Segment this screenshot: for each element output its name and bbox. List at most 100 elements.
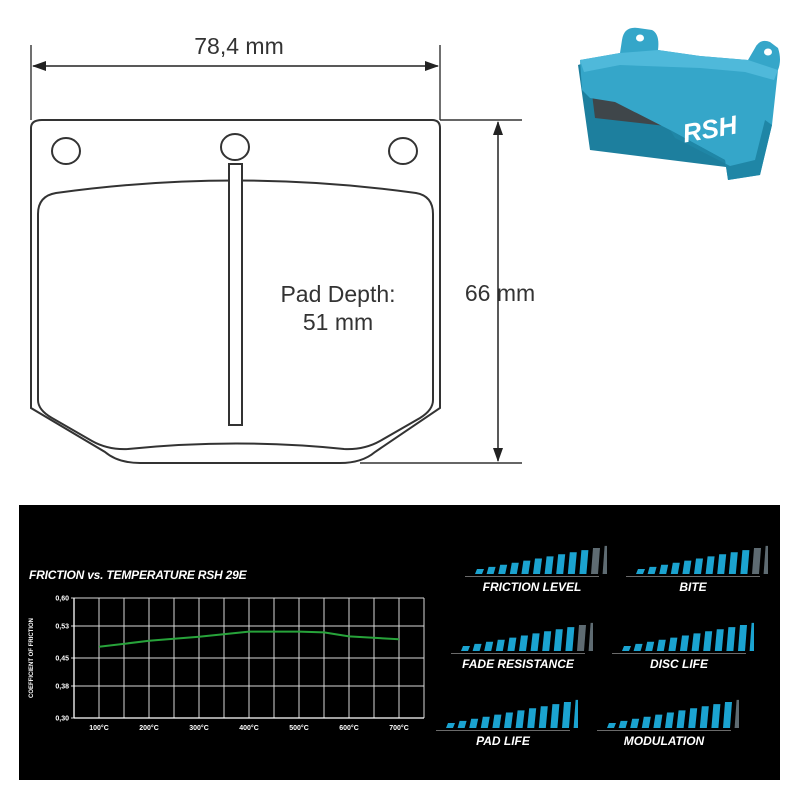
rating-segment [461, 646, 470, 651]
rating-label: FRICTION LEVEL [482, 580, 582, 594]
y-tick-label: 0,30 [55, 716, 69, 723]
mounting-hole-center [220, 133, 250, 161]
rating-segment [556, 554, 566, 574]
rating-segment [723, 702, 732, 728]
rating-segment [670, 562, 680, 574]
rating-segment [665, 712, 674, 728]
rating-segment [734, 699, 739, 728]
rating-segment [668, 637, 678, 651]
rating-bar [607, 699, 739, 728]
x-tick-label: 300°C [189, 724, 209, 732]
x-tick-label: 100°C [89, 724, 109, 732]
rating-segment [763, 545, 768, 574]
width-label: 78,4 mm [194, 33, 283, 59]
rating-segment [676, 710, 686, 728]
rating-segment [656, 639, 666, 651]
rating-segment [714, 629, 724, 651]
rating-segment [486, 566, 496, 574]
rating-segment [475, 569, 484, 574]
x-tick-label: 700°C [389, 724, 409, 732]
backing-plate-outline [30, 119, 441, 464]
y-axis-label: COEFFICIENT OF FRICTION [29, 618, 35, 698]
mounting-hole-left [51, 137, 81, 165]
rating-bar [475, 545, 607, 574]
rating-segment [484, 641, 494, 651]
rating-segment [641, 716, 651, 728]
rating-segment [509, 562, 519, 574]
rating-segment [530, 633, 540, 651]
rating-segment [480, 716, 490, 728]
rating-segment [749, 622, 754, 651]
rating-segment [527, 708, 537, 728]
rating-segment [645, 641, 655, 651]
rating-segment [740, 550, 750, 574]
rating-segment [515, 710, 525, 728]
rating-segment [659, 564, 669, 574]
rating-segment [726, 627, 736, 651]
rating-segment [705, 556, 715, 574]
rating-label: BITE [679, 580, 707, 594]
rating-label: FADE RESISTANCE [462, 657, 574, 671]
rating-segment [636, 569, 645, 574]
rating-bar [636, 545, 768, 574]
rating-segment [495, 639, 505, 651]
rating-segment [682, 560, 692, 574]
rating-segment [457, 720, 467, 728]
rating-bite: BITE [618, 542, 768, 602]
rating-segment [653, 714, 663, 728]
y-tick-label: 0,38 [55, 684, 69, 691]
chart-title: FRICTION vs. TEMPERATURE RSH 29E [29, 568, 247, 582]
rating-fade-resistance: FADE RESISTANCE [443, 619, 593, 679]
rating-segment [469, 718, 479, 728]
pad-depth-value: 51 mm [303, 309, 373, 335]
rating-modulation: MODULATION [589, 696, 739, 756]
rating-friction-level: FRICTION LEVEL [457, 542, 607, 602]
rating-bar [622, 622, 754, 651]
height-label: 66 mm [465, 280, 535, 306]
series-line [98, 630, 400, 648]
rating-pad-life: PAD LIFE [428, 696, 578, 756]
center-slot [228, 163, 243, 426]
x-tick-label: 200°C [139, 724, 159, 732]
rating-segment [544, 556, 554, 574]
rating-bar [446, 699, 578, 728]
rating-label: PAD LIFE [476, 734, 530, 748]
rating-segment [553, 629, 563, 651]
rating-segment [579, 550, 589, 574]
rating-segment [602, 545, 607, 574]
rating-segment [533, 558, 542, 574]
y-tick-label: 0,60 [55, 596, 69, 603]
rating-segment [492, 714, 502, 728]
rating-segment [538, 706, 548, 728]
rating-segment [738, 625, 747, 651]
rating-label: DISC LIFE [649, 657, 708, 671]
x-tick-label: 500°C [289, 724, 309, 732]
rating-segment [542, 631, 552, 651]
rating-segment [633, 643, 643, 651]
rating-segment [588, 622, 593, 651]
pad-depth-label: Pad Depth: [280, 281, 395, 307]
friction-material-outline [37, 179, 434, 451]
rating-segment [577, 625, 586, 651]
rating-segment [703, 631, 713, 651]
mounting-hole-right [388, 137, 418, 165]
rating-segment [717, 554, 727, 574]
rating-segment [691, 633, 701, 651]
x-tick-label: 600°C [339, 724, 359, 732]
rating-bar [461, 622, 593, 651]
x-tick-label: 400°C [239, 724, 259, 732]
y-tick-label: 0,53 [55, 624, 69, 631]
rating-segment [699, 706, 709, 728]
rating-segment [711, 704, 721, 728]
rating-segment [607, 723, 616, 728]
rating-disc-life: DISC LIFE [604, 619, 754, 679]
pad-technical-drawing: 78,4 mm 66 mm Pad Depth: 51 mm [30, 33, 535, 464]
rating-segment [446, 723, 455, 728]
rating-segment [630, 718, 640, 728]
rating-segment [728, 552, 738, 574]
brake-pad-product-image: RSH [578, 27, 780, 180]
rating-segment [680, 635, 689, 651]
rating-segment [591, 548, 600, 574]
